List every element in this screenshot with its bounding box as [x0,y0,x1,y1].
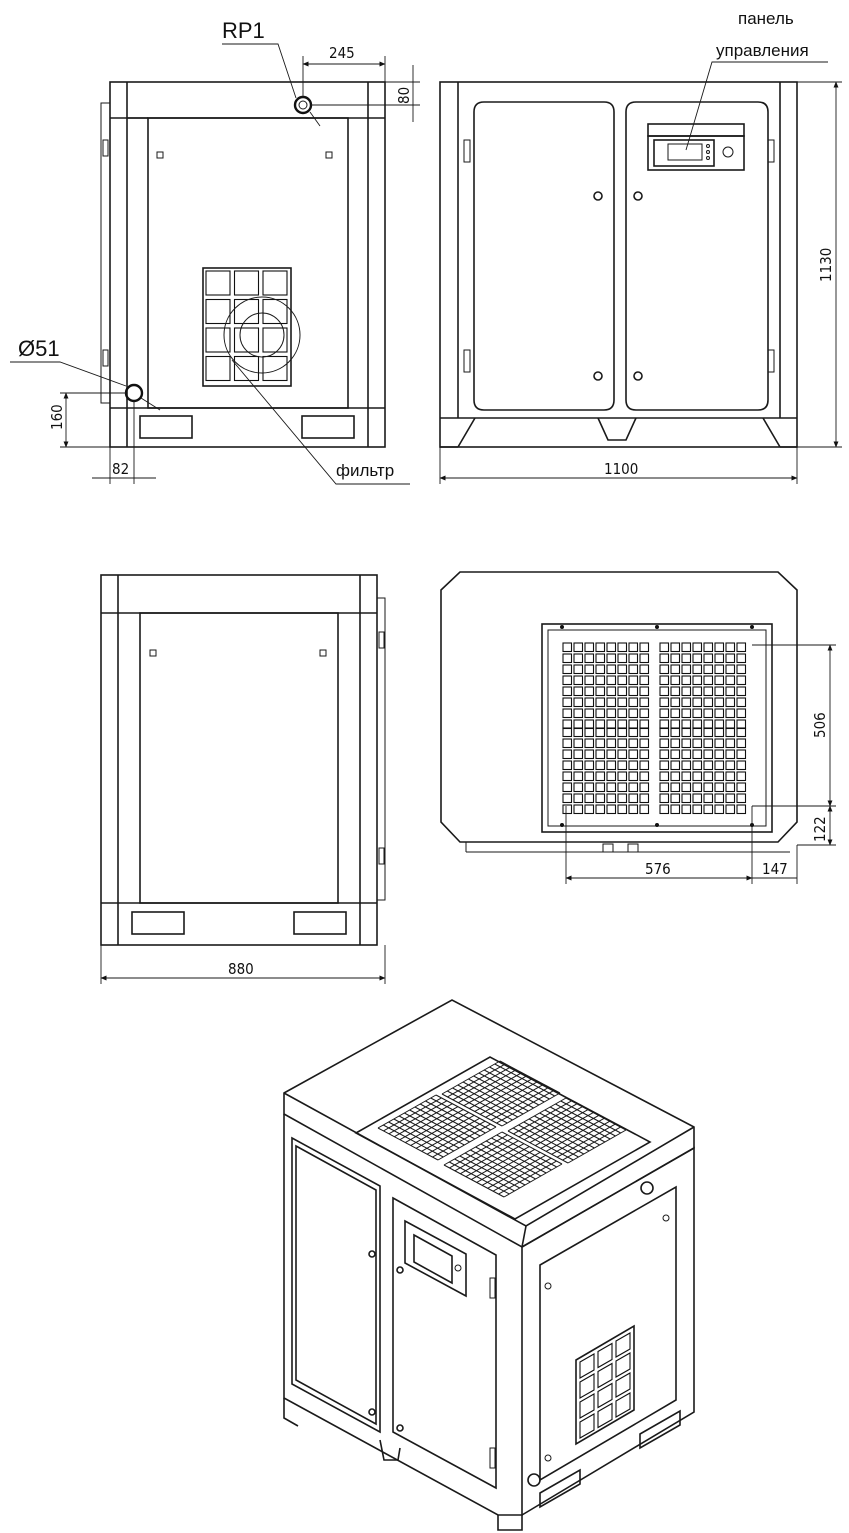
dim-147: 147 [762,860,788,878]
phi51-label: Ø51 [18,336,60,361]
control-panel [647,123,745,171]
control-panel-label-1: панель [738,9,794,28]
dim-576: 576 [645,860,671,878]
rp1-label: RP1 [222,18,265,43]
rear-view [100,574,386,946]
top-view [440,571,798,853]
control-panel-label-2: управления [716,41,809,60]
isometric-view [283,999,695,1531]
dim-1100: 1100 [604,460,638,478]
rp1-port [293,95,313,115]
dim-245: 245 [329,44,355,62]
outlet-port [124,383,144,403]
dimension-lines [10,43,842,984]
ventilation-grilles [562,642,747,815]
dim-122: 122 [811,816,829,842]
front-view [439,81,798,448]
dim-1130: 1130 [817,248,835,282]
dim-80: 80 [395,87,413,104]
dim-880: 880 [228,960,254,978]
dim-506: 506 [811,712,829,738]
dim-82: 82 [112,460,129,478]
drawing-labels: RP1 Ø51 фильтр панель управления 245 80 … [18,9,835,978]
filter-label: фильтр [336,461,394,480]
filter-grille [202,267,301,387]
dim-160: 160 [48,404,66,430]
side-view-left [100,81,386,448]
